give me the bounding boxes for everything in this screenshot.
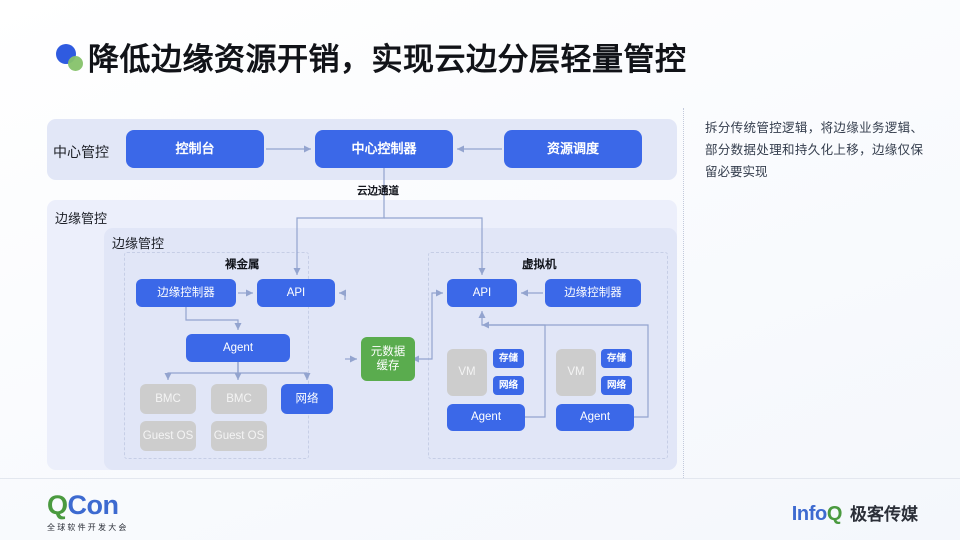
qcon-subtitle: 全球软件开发大会 <box>47 523 129 532</box>
dual-circle-bullet-icon <box>56 44 84 72</box>
node-vm-2-network[interactable]: 网络 <box>601 376 632 395</box>
node-vm-1-storage[interactable]: 存储 <box>493 349 524 368</box>
node-vm-1-agent[interactable]: Agent <box>447 404 525 431</box>
node-vm-2[interactable]: VM <box>556 349 596 396</box>
node-baremetal-api[interactable]: API <box>257 279 335 307</box>
infoq-logo: InfoQ 极客传媒 <box>792 500 918 526</box>
node-metadata-cache[interactable]: 元数据 缓存 <box>361 337 415 381</box>
qcon-letters-con: Con <box>67 490 119 520</box>
infoq-chinese-name: 极客传媒 <box>850 505 918 524</box>
node-bmc-1[interactable]: BMC <box>140 384 196 414</box>
center-management-label: 中心管控 <box>53 144 109 160</box>
cloud-edge-channel-label: 云边通道 <box>357 185 399 197</box>
node-vm-1[interactable]: VM <box>447 349 487 396</box>
qcon-letter-q: Q <box>47 490 68 520</box>
node-guest-os-2[interactable]: Guest OS <box>211 421 267 451</box>
node-vm-2-agent[interactable]: Agent <box>556 404 634 431</box>
node-console[interactable]: 控制台 <box>126 130 264 168</box>
node-bmc-2[interactable]: BMC <box>211 384 267 414</box>
qcon-logo: QCon 全球软件开发大会 <box>47 492 129 533</box>
infoq-letter-q: Q <box>826 503 843 525</box>
node-guest-os-1[interactable]: Guest OS <box>140 421 196 451</box>
node-baremetal-network[interactable]: 网络 <box>281 384 333 414</box>
node-vm-api[interactable]: API <box>447 279 517 307</box>
edge-management-inner-label: 边缘管控 <box>112 236 165 251</box>
infoq-letters-info: Info <box>791 503 827 525</box>
infoq-wordmark: InfoQ <box>791 503 843 526</box>
side-note-text: 拆分传统管控逻辑，将边缘业务逻辑、部分数据处理和持久化上移，边缘仅保留必要实现 <box>705 121 923 179</box>
vertical-dotted-divider <box>683 108 684 478</box>
node-vm-1-network[interactable]: 网络 <box>493 376 524 395</box>
node-vm-2-storage[interactable]: 存储 <box>601 349 632 368</box>
baremetal-zone <box>124 252 309 459</box>
node-baremetal-edge-controller[interactable]: 边缘控制器 <box>136 279 236 307</box>
bullet-green-circle <box>68 56 83 71</box>
node-resource-scheduler[interactable]: 资源调度 <box>504 130 642 168</box>
virtual-machine-zone-title: 虚拟机 <box>522 259 557 271</box>
node-baremetal-agent[interactable]: Agent <box>186 334 290 362</box>
baremetal-zone-title: 裸金属 <box>225 259 260 271</box>
qcon-wordmark: QCon <box>47 492 129 519</box>
node-vm-edge-controller[interactable]: 边缘控制器 <box>545 279 641 307</box>
node-central-controller[interactable]: 中心控制器 <box>315 130 453 168</box>
edge-management-outer-label: 边缘管控 <box>55 211 108 226</box>
page-title: 降低边缘资源开销，实现云边分层轻量管控 <box>88 42 687 77</box>
footer-divider <box>0 478 960 479</box>
